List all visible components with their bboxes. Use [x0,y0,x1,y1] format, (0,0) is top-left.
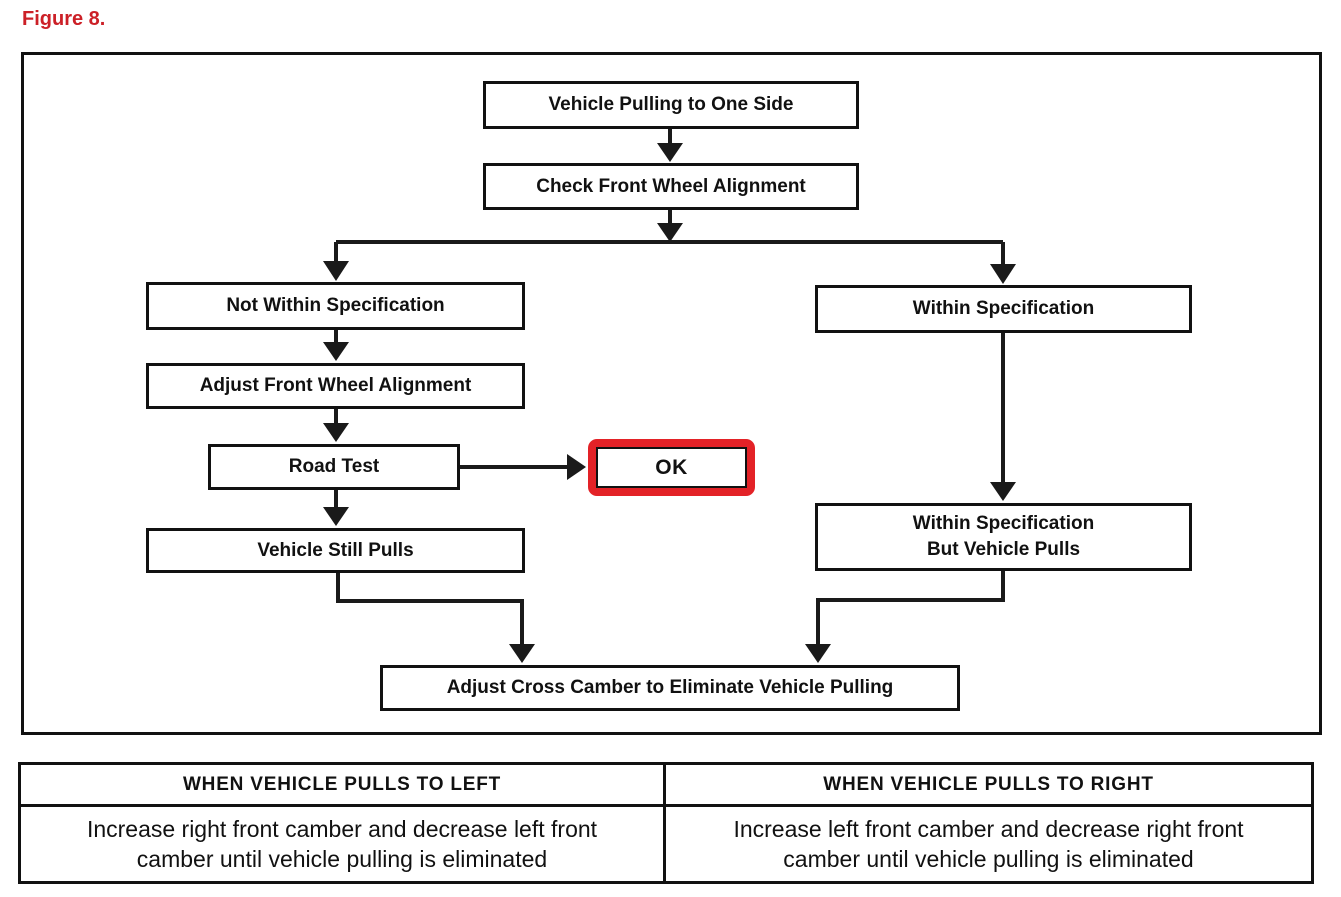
flow-node-ok-highlighted: OK [588,439,755,496]
flowchart-frame: Vehicle Pulling to One Side Check Front … [21,52,1322,735]
flowchart-connectors [323,129,1016,663]
table-header-pulls-right: WHEN VEHICLE PULLS TO RIGHT [666,765,1311,807]
camber-adjustment-table: WHEN VEHICLE PULLS TO LEFT WHEN VEHICLE … [18,762,1314,884]
flow-node-not-within-specification: Not Within Specification [146,282,525,330]
arrowhead-down-icon [323,261,349,281]
flow-node-adjust-front-wheel-alignment: Adjust Front Wheel Alignment [146,363,525,409]
flow-node-vehicle-still-pulls: Vehicle Still Pulls [146,528,525,573]
flow-node-within-specification: Within Specification [815,285,1192,333]
flow-node-road-test: Road Test [208,444,460,490]
arrowhead-down-icon [990,264,1016,284]
arrowhead-down-icon [323,423,349,442]
table-header-pulls-left: WHEN VEHICLE PULLS TO LEFT [21,765,666,807]
table-cell-pulls-left-instruction: Increase right front camber and decrease… [21,807,666,881]
flow-node-check-front-wheel-alignment: Check Front Wheel Alignment [483,163,859,210]
arrowhead-down-icon [323,342,349,361]
flow-node-within-specification-but-vehicle-pulls: Within Specification But Vehicle Pulls [815,503,1192,571]
arrowhead-down-icon [657,143,683,162]
arrowhead-down-icon [509,644,535,663]
ok-label: OK [596,447,747,488]
arrowhead-down-icon [990,482,1016,501]
connector-elbow [336,573,524,646]
arrowhead-down-icon [805,644,831,663]
arrowhead-down-icon [323,507,349,526]
table-cell-pulls-right-instruction: Increase left front camber and decrease … [733,816,1244,872]
arrowhead-down-icon [657,223,683,242]
figure-label: Figure 8. [22,8,106,30]
flow-node-vehicle-pulling-to-one-side: Vehicle Pulling to One Side [483,81,859,129]
connector-elbow [816,571,1005,646]
flow-node-adjust-cross-camber: Adjust Cross Camber to Eliminate Vehicle… [380,665,960,711]
arrowhead-right-icon [567,454,586,480]
